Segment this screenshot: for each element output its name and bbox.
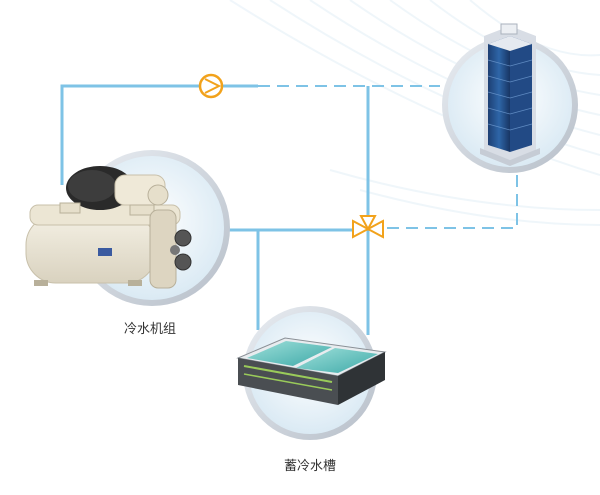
- pump-icon: [198, 73, 224, 99]
- office-building-icon: [480, 23, 540, 166]
- chiller-label: 冷水机组: [123, 322, 176, 337]
- building-node: [442, 23, 578, 173]
- dashed-pipes: [258, 85, 518, 229]
- dashed-pipe-building-down: [384, 175, 518, 229]
- chiller-node: [25, 150, 230, 306]
- chiller-unit-icon: [25, 166, 192, 289]
- pipe-chiller-up: [60, 84, 200, 185]
- three-way-valve-icon: [352, 215, 384, 239]
- solid-pipes: [60, 84, 370, 335]
- cold-water-tank-icon: [236, 337, 387, 405]
- tank-node: [236, 306, 387, 440]
- tank-label: 蓄冷水槽: [283, 459, 336, 474]
